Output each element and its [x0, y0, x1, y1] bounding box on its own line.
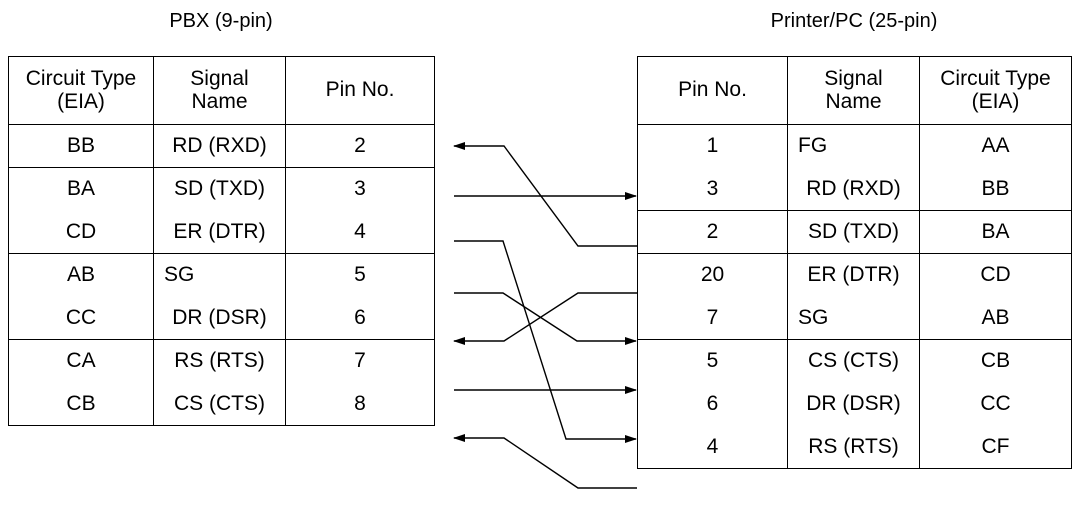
- pbx-table-title: PBX (9-pin): [169, 10, 273, 32]
- circuit-type-cell: AA: [919, 124, 1072, 168]
- pbx-pin-table: Circuit Type (EIA) Signal Name Pin No. B…: [8, 56, 435, 426]
- pin-no-cell: 3: [637, 167, 788, 211]
- table-row: CB CS (CTS) 8: [8, 382, 435, 426]
- circuit-type-cell: AB: [8, 253, 154, 297]
- circuit-type-cell: AB: [919, 296, 1072, 340]
- signal-name-cell: CS (CTS): [787, 339, 920, 383]
- pin-no-cell: 7: [637, 296, 788, 340]
- wire-pin5-to-pin7: [454, 292, 637, 345]
- pin-no-cell: 5: [637, 339, 788, 383]
- pin-no-cell: 1: [637, 124, 788, 168]
- table-row: 6 DR (DSR) CC: [637, 382, 1072, 426]
- circuit-type-cell: CF: [919, 425, 1072, 469]
- table-row: 7 SG AB: [637, 296, 1072, 340]
- table-row: CC DR (DSR) 6: [8, 296, 435, 340]
- pin-no-cell: 2: [285, 124, 435, 168]
- table-row: 1 FG AA: [637, 124, 1072, 168]
- circuit-type-cell: BA: [919, 210, 1072, 254]
- signal-name-cell: DR (DSR): [153, 296, 286, 340]
- printer-pc-header-pin-no: Pin No.: [637, 56, 788, 125]
- wire-pin8-to-pin4: [453, 434, 637, 489]
- signal-name-cell: RS (RTS): [787, 425, 920, 469]
- signal-name-cell: SD (TXD): [153, 167, 286, 211]
- table-row: 20 ER (DTR) CD: [637, 253, 1072, 297]
- signal-name-cell: FG: [787, 124, 920, 168]
- table-row: CD ER (DTR) 4: [8, 210, 435, 254]
- circuit-type-cell: BA: [8, 167, 154, 211]
- table-row: 4 RS (RTS) CF: [637, 425, 1072, 469]
- circuit-type-cell: CA: [8, 339, 154, 383]
- pbx-header-pin-no: Pin No.: [285, 56, 435, 125]
- signal-name-cell: DR (DSR): [787, 382, 920, 426]
- printer-pc-header-signal-name: Signal Name: [787, 56, 920, 125]
- wire-pin4-to-pin6: [454, 240, 637, 443]
- signal-name-cell: ER (DTR): [153, 210, 286, 254]
- pin-no-cell: 8: [285, 382, 435, 426]
- pin-no-cell: 6: [285, 296, 435, 340]
- signal-name-cell: SD (TXD): [787, 210, 920, 254]
- pin-no-cell: 5: [285, 253, 435, 297]
- table-row: BB RD (RXD) 2: [8, 124, 435, 168]
- signal-name-cell: RS (RTS): [153, 339, 286, 383]
- printer-pc-header-row: Pin No. Signal Name Circuit Type (EIA): [637, 56, 1072, 125]
- printer-pc-pin-table: Pin No. Signal Name Circuit Type (EIA) 1…: [637, 56, 1072, 469]
- pin-no-cell: 2: [637, 210, 788, 254]
- pbx-header-row: Circuit Type (EIA) Signal Name Pin No.: [8, 56, 435, 125]
- pin-no-cell: 4: [285, 210, 435, 254]
- signal-name-cell: SG: [153, 253, 286, 297]
- pin-no-cell: 20: [637, 253, 788, 297]
- table-row: 5 CS (CTS) CB: [637, 339, 1072, 383]
- table-row: AB SG 5: [8, 253, 435, 297]
- circuit-type-cell: CB: [919, 339, 1072, 383]
- circuit-type-cell: CD: [8, 210, 154, 254]
- pin-no-cell: 6: [637, 382, 788, 426]
- table-row: BA SD (TXD) 3: [8, 167, 435, 211]
- table-row: 2 SD (TXD) BA: [637, 210, 1072, 254]
- circuit-type-cell: CC: [8, 296, 154, 340]
- table-row: CA RS (RTS) 7: [8, 339, 435, 383]
- pin-no-cell: 3: [285, 167, 435, 211]
- wire-pin6-to-pin20: [453, 292, 637, 345]
- pin-no-cell: 7: [285, 339, 435, 383]
- table-row: 3 RD (RXD) BB: [637, 167, 1072, 211]
- signal-name-cell: RD (RXD): [153, 124, 286, 168]
- circuit-type-cell: CC: [919, 382, 1072, 426]
- signal-name-cell: ER (DTR): [787, 253, 920, 297]
- printer-pc-table-title: Printer/PC (25-pin): [770, 10, 938, 32]
- circuit-type-cell: CD: [919, 253, 1072, 297]
- pbx-header-circuit-type: Circuit Type (EIA): [8, 56, 154, 125]
- printer-pc-header-circuit-type: Circuit Type (EIA): [919, 56, 1072, 125]
- signal-name-cell: CS (CTS): [153, 382, 286, 426]
- circuit-type-cell: BB: [8, 124, 154, 168]
- circuit-type-cell: BB: [919, 167, 1072, 211]
- pin-no-cell: 4: [637, 425, 788, 469]
- signal-name-cell: SG: [787, 296, 920, 340]
